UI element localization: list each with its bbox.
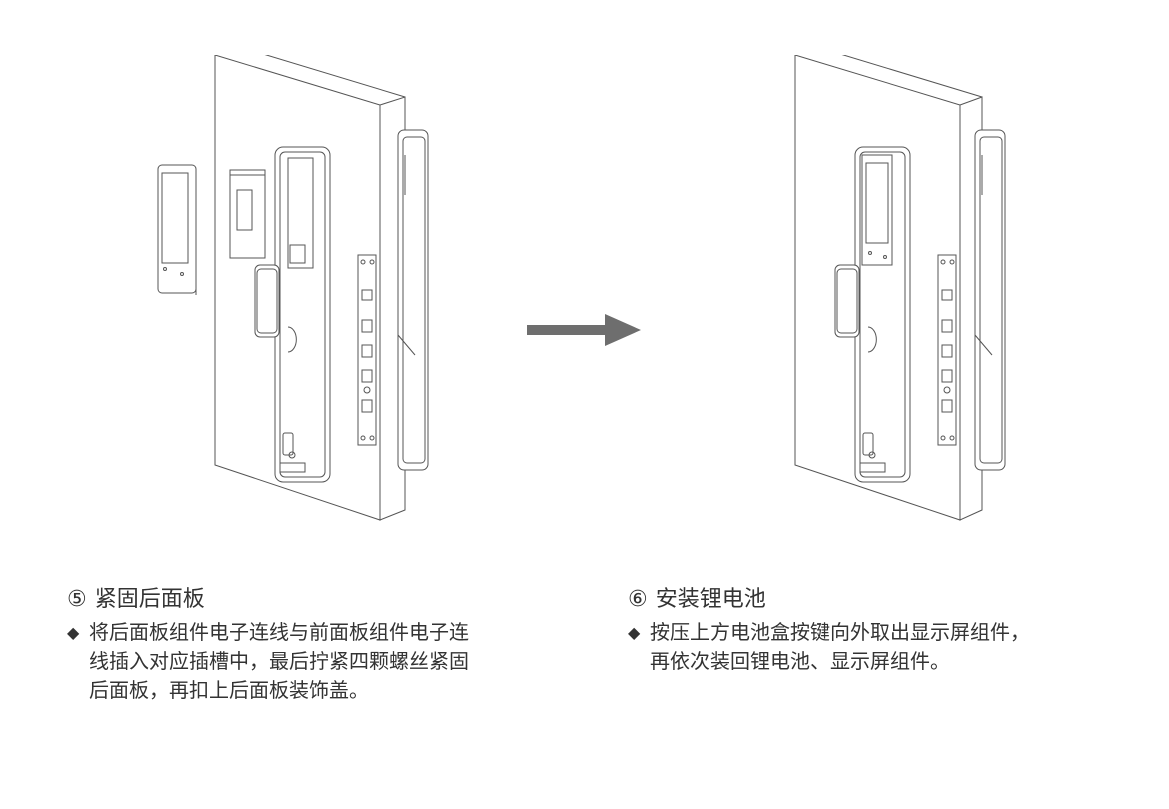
front-panel	[274, 146, 331, 483]
handle	[254, 264, 280, 338]
diamond-bullet-icon: ◆	[67, 623, 80, 642]
step-6-title: ⑥ 安装锂电池	[628, 586, 1148, 614]
mortise-faceplate	[357, 254, 377, 446]
step-6-number: ⑥	[628, 587, 648, 612]
step-5-line: 后面板，再扣上后面板装饰盖。	[89, 678, 369, 702]
step-6: ⑥ 安装锂电池 ◆ 按压上方电池盒按键向外取出显示屏组件， 再依次装回锂电池、显示…	[628, 586, 1148, 676]
step-5-title: ⑤ 紧固后面板	[67, 586, 587, 614]
rear-panel	[397, 129, 429, 471]
step-5-title-text: 紧固后面板	[94, 587, 205, 612]
lithium-battery	[229, 169, 266, 259]
illustration-step6-door-lock-assembled	[760, 55, 1070, 545]
display-module	[157, 164, 197, 295]
step-5-line: 线插入对应插槽中，最后拧紧四颗螺丝紧固	[89, 649, 469, 673]
step-6-title-text: 安装锂电池	[655, 587, 766, 612]
step-5-instruction: ◆ 将后面板组件电子连线与前面板组件电子连 线插入对应插槽中，最后拧紧四颗螺丝紧…	[67, 618, 587, 705]
rear-panel	[974, 129, 1006, 471]
arrow-right-icon	[525, 312, 645, 348]
handle	[834, 264, 860, 338]
mortise-faceplate	[937, 254, 957, 446]
illustration-step5-door-lock-exploded	[140, 55, 470, 545]
step-5-line: 将后面板组件电子连线与前面板组件电子连	[89, 620, 469, 644]
step-6-line: 按压上方电池盒按键向外取出显示屏组件，	[650, 620, 1030, 644]
step-6-line: 再依次装回锂电池、显示屏组件。	[650, 649, 950, 673]
front-panel	[854, 146, 911, 483]
step-6-instruction: ◆ 按压上方电池盒按键向外取出显示屏组件， 再依次装回锂电池、显示屏组件。	[628, 618, 1148, 676]
step-5: ⑤ 紧固后面板 ◆ 将后面板组件电子连线与前面板组件电子连 线插入对应插槽中，最后…	[67, 586, 587, 705]
diamond-bullet-icon: ◆	[628, 623, 641, 642]
step-5-number: ⑤	[67, 587, 87, 612]
